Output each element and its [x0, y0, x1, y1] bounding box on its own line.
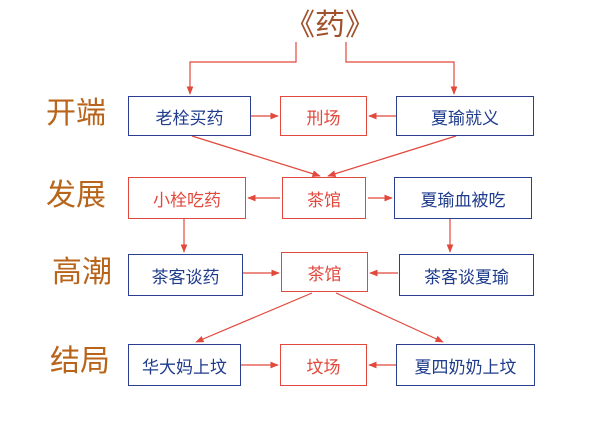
- arrow-cha-guan-2-to-hua-da-ma-shang-fen: [195, 292, 313, 343]
- node-xiao-shuan-chi-yao: 小栓吃药: [128, 177, 246, 219]
- diagram-title: 《药》: [285, 8, 375, 43]
- node-cha-ke-tan-yao: 茶客谈药: [128, 254, 243, 296]
- arrow-xia-yu-jiu-yi-to-cha-guan-1: [327, 135, 457, 177]
- node-cha-guan-1: 茶馆: [282, 177, 366, 219]
- arrow-title-to-xia-yu-jiu-yi: [345, 42, 458, 95]
- node-fen-chang: 坟场: [280, 344, 367, 386]
- arrow-title-to-lao-shuan-mai-yao: [186, 42, 297, 95]
- node-lao-shuan-mai-yao: 老栓买药: [128, 96, 251, 136]
- node-xia-yu-jiu-yi: 夏瑜就义: [396, 96, 534, 136]
- node-xia-si-nai-nai-shang-fen: 夏四奶奶上坟: [396, 344, 535, 386]
- stage-label-fazhan: 发展: [46, 178, 106, 213]
- node-hua-da-ma-shang-fen: 华大妈上坟: [128, 344, 241, 386]
- node-xia-yu-xue-bei-chi: 夏瑜血被吃: [394, 177, 532, 219]
- arrow-cha-guan-2-to-xia-si-nai-nai-shang-fen: [335, 292, 444, 343]
- node-cha-ke-tan-xia-yu: 茶客谈夏瑜: [399, 254, 534, 296]
- node-cha-guan-2: 茶馆: [281, 252, 368, 292]
- arrow-lao-shuan-mai-yao-to-cha-guan-1: [191, 135, 321, 177]
- node-xing-chang: 刑场: [280, 96, 367, 136]
- stage-label-kaiduan: 开端: [46, 96, 106, 131]
- stage-label-gaochao: 高潮: [52, 255, 112, 290]
- stage-label-jieju: 结局: [50, 344, 110, 379]
